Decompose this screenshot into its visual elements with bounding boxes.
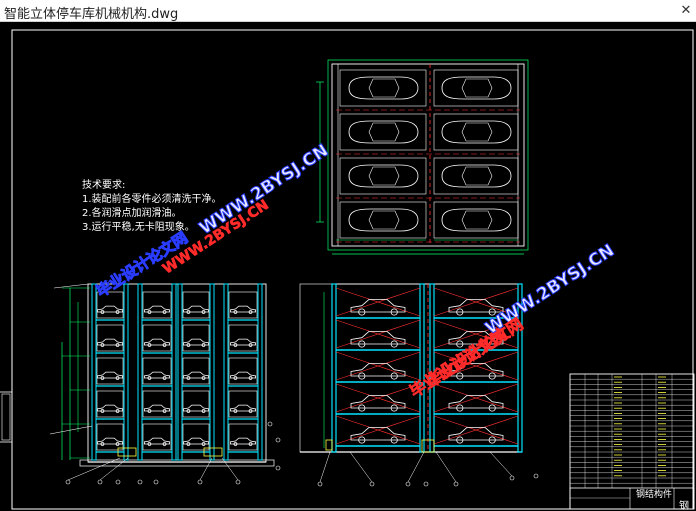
drawing-border xyxy=(11,29,694,510)
title-block xyxy=(569,373,695,510)
cad-drawing xyxy=(0,29,695,510)
tech-note-1: 1.装配前各零件必须清洗干净。 xyxy=(82,194,222,205)
window-title: 智能立体停车库机械机构.dwg xyxy=(4,7,179,22)
top-plan-view xyxy=(316,59,529,255)
close-icon[interactable]: ✕ xyxy=(680,3,692,18)
tech-note-3: 3.运行平稳,无卡阻现象。 xyxy=(82,222,195,233)
title-block-caption: 钢结构件 xyxy=(636,490,673,500)
title-block-sheet: 钢 xyxy=(679,501,689,511)
tech-note-2: 2.各润滑点加润滑油。 xyxy=(82,208,182,219)
tech-notes-heading: 技术要求: xyxy=(82,180,126,191)
tech-notes: 技术要求: 1.装配前各零件必须清洗干净。 2.各润滑点加润滑油。 3.运行平稳… xyxy=(82,179,222,235)
window-titlebar: 智能立体停车库机械机构.dwg ✕ xyxy=(0,0,696,22)
right-elevation-view xyxy=(299,283,539,487)
left-elevation-view xyxy=(49,283,281,485)
drawing-canvas[interactable]: 技术要求: 1.装配前各零件必须清洗干净。 2.各润滑点加润滑油。 3.运行平稳… xyxy=(0,22,696,511)
